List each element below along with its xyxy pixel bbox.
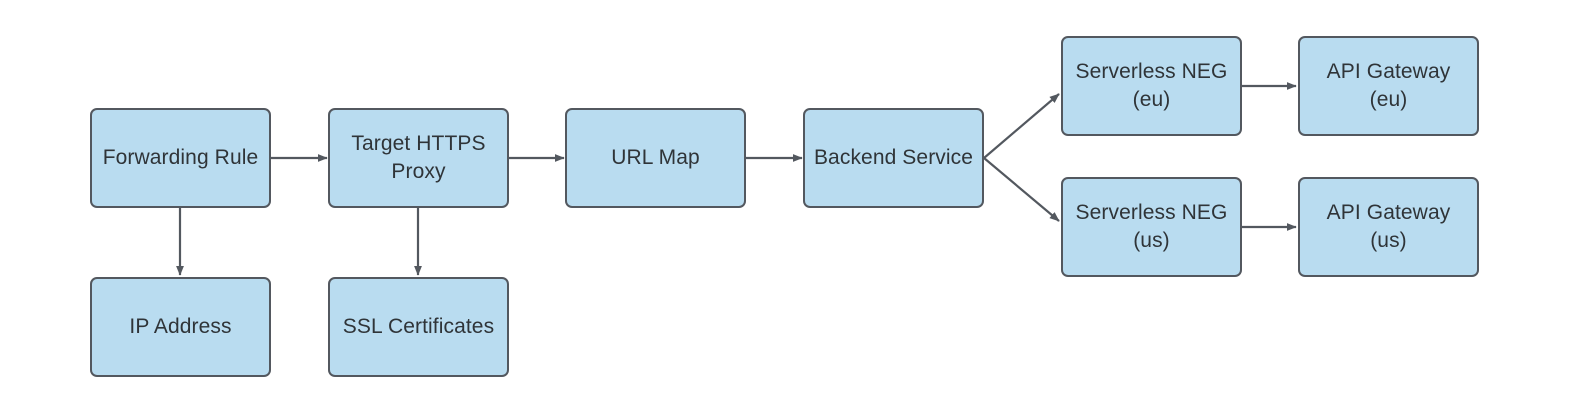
node-label-url-map: URL Map xyxy=(611,146,700,169)
node-api-gateway-us[interactable]: API Gateway (us) xyxy=(1298,177,1479,277)
node-ssl-certificates[interactable]: SSL Certificates xyxy=(328,277,509,377)
node-label-api-gateway-us: API Gateway (us) xyxy=(1326,201,1451,252)
node-url-map[interactable]: URL Map xyxy=(565,108,746,208)
node-forwarding-rule[interactable]: Forwarding Rule xyxy=(90,108,271,208)
node-label-api-gateway-eu: API Gateway (eu) xyxy=(1326,60,1451,111)
node-label-ip-address: IP Address xyxy=(129,315,232,338)
node-serverless-neg-eu[interactable]: Serverless NEG (eu) xyxy=(1061,36,1242,136)
node-backend-service[interactable]: Backend Service xyxy=(803,108,984,208)
node-serverless-neg-us[interactable]: Serverless NEG (us) xyxy=(1061,177,1242,277)
node-label-serverless-neg-eu: Serverless NEG (eu) xyxy=(1075,60,1228,111)
node-label-ssl-certificates: SSL Certificates xyxy=(342,315,495,338)
node-label-backend-service: Backend Service xyxy=(813,146,974,169)
node-label-forwarding-rule: Forwarding Rule xyxy=(102,146,259,169)
edge-backend-service-to-serverless-neg-us xyxy=(983,157,1060,222)
node-label-target-https-proxy: Target HTTPS Proxy xyxy=(351,132,486,183)
edge-backend-service-to-serverless-neg-eu xyxy=(983,93,1060,159)
node-api-gateway-eu[interactable]: API Gateway (eu) xyxy=(1298,36,1479,136)
node-target-https-proxy[interactable]: Target HTTPS Proxy xyxy=(328,108,509,208)
node-label-serverless-neg-us: Serverless NEG (us) xyxy=(1075,201,1228,252)
node-ip-address[interactable]: IP Address xyxy=(90,277,271,377)
